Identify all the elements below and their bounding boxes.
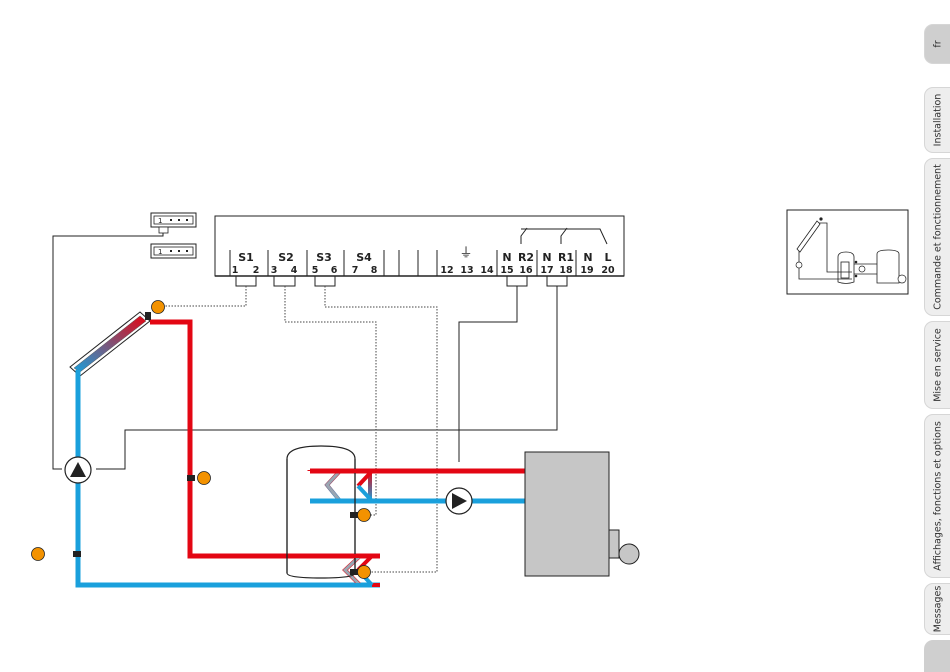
backup-boiler bbox=[525, 452, 639, 576]
solar-pump-icon bbox=[65, 457, 91, 483]
terminal-12: 12 bbox=[440, 265, 453, 276]
tab-mise-en-service[interactable]: Mise en service bbox=[924, 321, 950, 409]
tab-affichages-fonctions-options[interactable]: Affichages, fonctions et options bbox=[924, 414, 950, 578]
terminal-19: 19 bbox=[580, 265, 593, 276]
return-sensor bbox=[32, 548, 82, 561]
solar-collector bbox=[70, 312, 150, 376]
terminal-20: 20 bbox=[601, 265, 615, 276]
terminal-leads bbox=[236, 276, 567, 286]
hot-pipes bbox=[150, 322, 525, 556]
terminal-18: 18 bbox=[559, 265, 573, 276]
tab-mise-en-service-label: Mise en service bbox=[932, 328, 943, 402]
label-R1: R1 bbox=[558, 251, 574, 264]
terminal-2: 2 bbox=[253, 265, 260, 276]
collector-sensor bbox=[145, 301, 165, 321]
module-label-1: 1 bbox=[158, 217, 162, 225]
tab-commande-label: Commande et fonctionnement bbox=[932, 164, 943, 310]
controller-terminal-block: S1 S2 S3 S4 N R2 N R1 N L ⏚ 1 2 3 4 5 6 … bbox=[215, 216, 624, 276]
label-S4: S4 bbox=[356, 251, 372, 264]
sensor-wires bbox=[158, 286, 437, 572]
heat-exchanger-coils bbox=[310, 471, 370, 501]
label-N-r2: N bbox=[502, 251, 511, 264]
tab-commande-et-fonctionnement[interactable]: Commande et fonctionnement bbox=[924, 158, 950, 316]
communication-module: 1 bbox=[151, 213, 196, 233]
ground-icon: ⏚ bbox=[459, 246, 472, 261]
label-N-mains: N bbox=[583, 251, 592, 264]
terminal-4: 4 bbox=[291, 265, 298, 276]
tab-fr-label: fr bbox=[932, 40, 943, 47]
tab-fr[interactable]: fr bbox=[924, 24, 950, 64]
boiler-pump-icon bbox=[446, 488, 472, 514]
terminal-15: 15 bbox=[500, 265, 513, 276]
tab-installation[interactable]: Installation bbox=[924, 87, 950, 153]
terminal-16: 16 bbox=[519, 265, 533, 276]
terminal-13: 13 bbox=[460, 265, 473, 276]
label-L-mains: L bbox=[604, 251, 611, 264]
terminal-6: 6 bbox=[331, 265, 338, 276]
tab-messages[interactable]: Messages bbox=[924, 583, 950, 635]
terminal-3: 3 bbox=[271, 265, 278, 276]
tab-installation-label: Installation bbox=[932, 94, 943, 147]
terminal-8: 8 bbox=[371, 265, 378, 276]
store-top-sensor bbox=[350, 509, 371, 522]
system-thumbnail bbox=[787, 210, 908, 294]
tab-affichages-label: Affichages, fonctions et options bbox=[932, 421, 943, 571]
module-label-2: 1 bbox=[158, 248, 162, 256]
label-S1: S1 bbox=[238, 251, 254, 264]
label-S2: S2 bbox=[278, 251, 294, 264]
page-indicator bbox=[924, 640, 950, 672]
relay-module: 1 bbox=[151, 244, 196, 258]
label-N-r1: N bbox=[542, 251, 551, 264]
terminal-17: 17 bbox=[540, 265, 553, 276]
terminal-5: 5 bbox=[312, 265, 319, 276]
label-S3: S3 bbox=[316, 251, 332, 264]
terminal-7: 7 bbox=[352, 265, 359, 276]
terminal-14: 14 bbox=[480, 265, 494, 276]
tab-messages-label: Messages bbox=[932, 586, 943, 633]
cold-pipes bbox=[78, 370, 525, 585]
label-R2: R2 bbox=[518, 251, 534, 264]
terminal-1: 1 bbox=[232, 265, 239, 276]
